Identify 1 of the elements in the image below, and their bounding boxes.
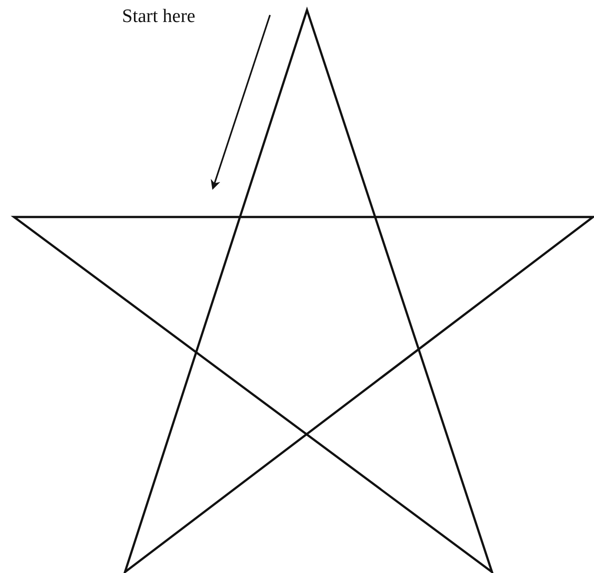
instruction-label: Start here (122, 6, 196, 28)
